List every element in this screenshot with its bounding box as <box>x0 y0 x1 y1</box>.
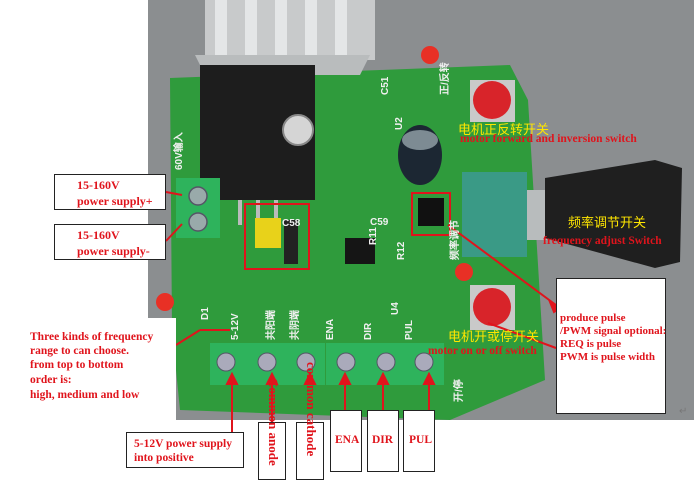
silk-direction: 正/反转 <box>438 62 451 95</box>
power-5v-line-1: 5-12V power supply <box>134 438 232 450</box>
dir-box: DIR <box>367 410 399 472</box>
silk-r12: R12 <box>396 241 407 260</box>
pulse-line-1: produce pulse <box>560 312 626 324</box>
freq-range-line-4: order is: <box>30 374 72 386</box>
common-cathode-label: common cathode <box>304 362 319 457</box>
jumper <box>255 218 281 248</box>
silk-freq: 频率调节 <box>448 220 461 260</box>
onoff-button <box>473 288 511 326</box>
supply-plus-box: 15-160V power supply+ <box>54 174 166 210</box>
silk-60v: 60V输入 <box>172 132 185 170</box>
silk-u4: U4 <box>390 302 401 315</box>
pulse-info-box: produce pulse /PWM signal optional: REQ … <box>556 278 666 414</box>
freq-range-box: Three kinds of frequency range to can ch… <box>0 318 176 422</box>
pul-box: PUL <box>403 410 435 472</box>
paragraph-return-mark: ↵ <box>679 406 688 417</box>
silk-r11: R11 <box>368 227 379 245</box>
common-anode-label: Common anode <box>266 378 281 466</box>
freq-adjust-en: frequency adjust Switch <box>543 235 662 247</box>
forward-switch-cn: 电机正反转开关 <box>458 122 550 137</box>
common-cathode-box <box>296 422 324 480</box>
supply-minus-box: 15-160V power supply- <box>54 224 166 260</box>
supply-plus-voltage: 15-160V <box>77 178 120 192</box>
freq-range-line-5: high, medium and low <box>30 389 140 401</box>
silk-pul: PUL <box>404 320 415 340</box>
silk-c58: C58 <box>282 218 301 229</box>
heatsink <box>195 0 375 75</box>
pulse-line-3: REQ is pulse <box>560 338 622 350</box>
onoff-switch-cn: 电机开或停开关 <box>448 329 540 344</box>
silk-ena: ENA <box>325 319 336 340</box>
pointer-arrows <box>165 191 562 437</box>
silk-c59: C59 <box>370 217 389 228</box>
pulse-line-2: /PWM signal optional: <box>560 325 667 337</box>
supply-minus-label: power supply- <box>77 244 150 258</box>
header-highlight <box>411 192 451 236</box>
pin-header <box>418 198 444 226</box>
dir-label: DIR <box>372 434 394 446</box>
led-left <box>156 293 174 311</box>
silk-5-12v: 5-12V <box>230 313 241 340</box>
silk-dir: DIR <box>363 322 374 340</box>
knob <box>545 160 682 268</box>
silk-cathode: 共阴端 <box>288 310 301 340</box>
ena-box: ENA <box>330 410 362 472</box>
led-top <box>421 46 439 64</box>
forward-button <box>473 81 511 119</box>
forward-switch-en: motor forward and inversion switch <box>460 133 637 145</box>
potentiometer-body <box>462 172 527 257</box>
led-right <box>455 263 473 281</box>
freq-range-line-2: range to can choose. <box>30 345 130 357</box>
supply-plus-label: power supply+ <box>77 194 153 208</box>
pul-label: PUL <box>409 434 432 446</box>
power-5v-line-2: into positive <box>134 452 194 464</box>
silk-anode: 共阳端 <box>264 310 277 340</box>
ena-label: ENA <box>335 434 360 446</box>
silk-u2: U2 <box>394 117 405 130</box>
silk-c51: C51 <box>380 76 391 95</box>
silk-onoff: 开/停 <box>452 379 465 402</box>
screw <box>282 114 314 146</box>
jumper-highlight <box>244 203 310 270</box>
supply-minus-voltage: 15-160V <box>77 228 120 242</box>
silk-d1: D1 <box>200 307 211 320</box>
onoff-switch-en: motor on or off switch <box>428 345 537 357</box>
freq-range-line-3: from top to bottom <box>30 359 124 371</box>
ic-chip <box>345 238 375 264</box>
pulse-line-4: PWM is pulse width <box>560 351 656 363</box>
freq-range-line-1: Three kinds of frequency <box>30 331 154 343</box>
freq-adjust-cn: 频率调节开关 <box>568 215 647 230</box>
power-5v-box: 5-12V power supply into positive <box>126 432 244 468</box>
